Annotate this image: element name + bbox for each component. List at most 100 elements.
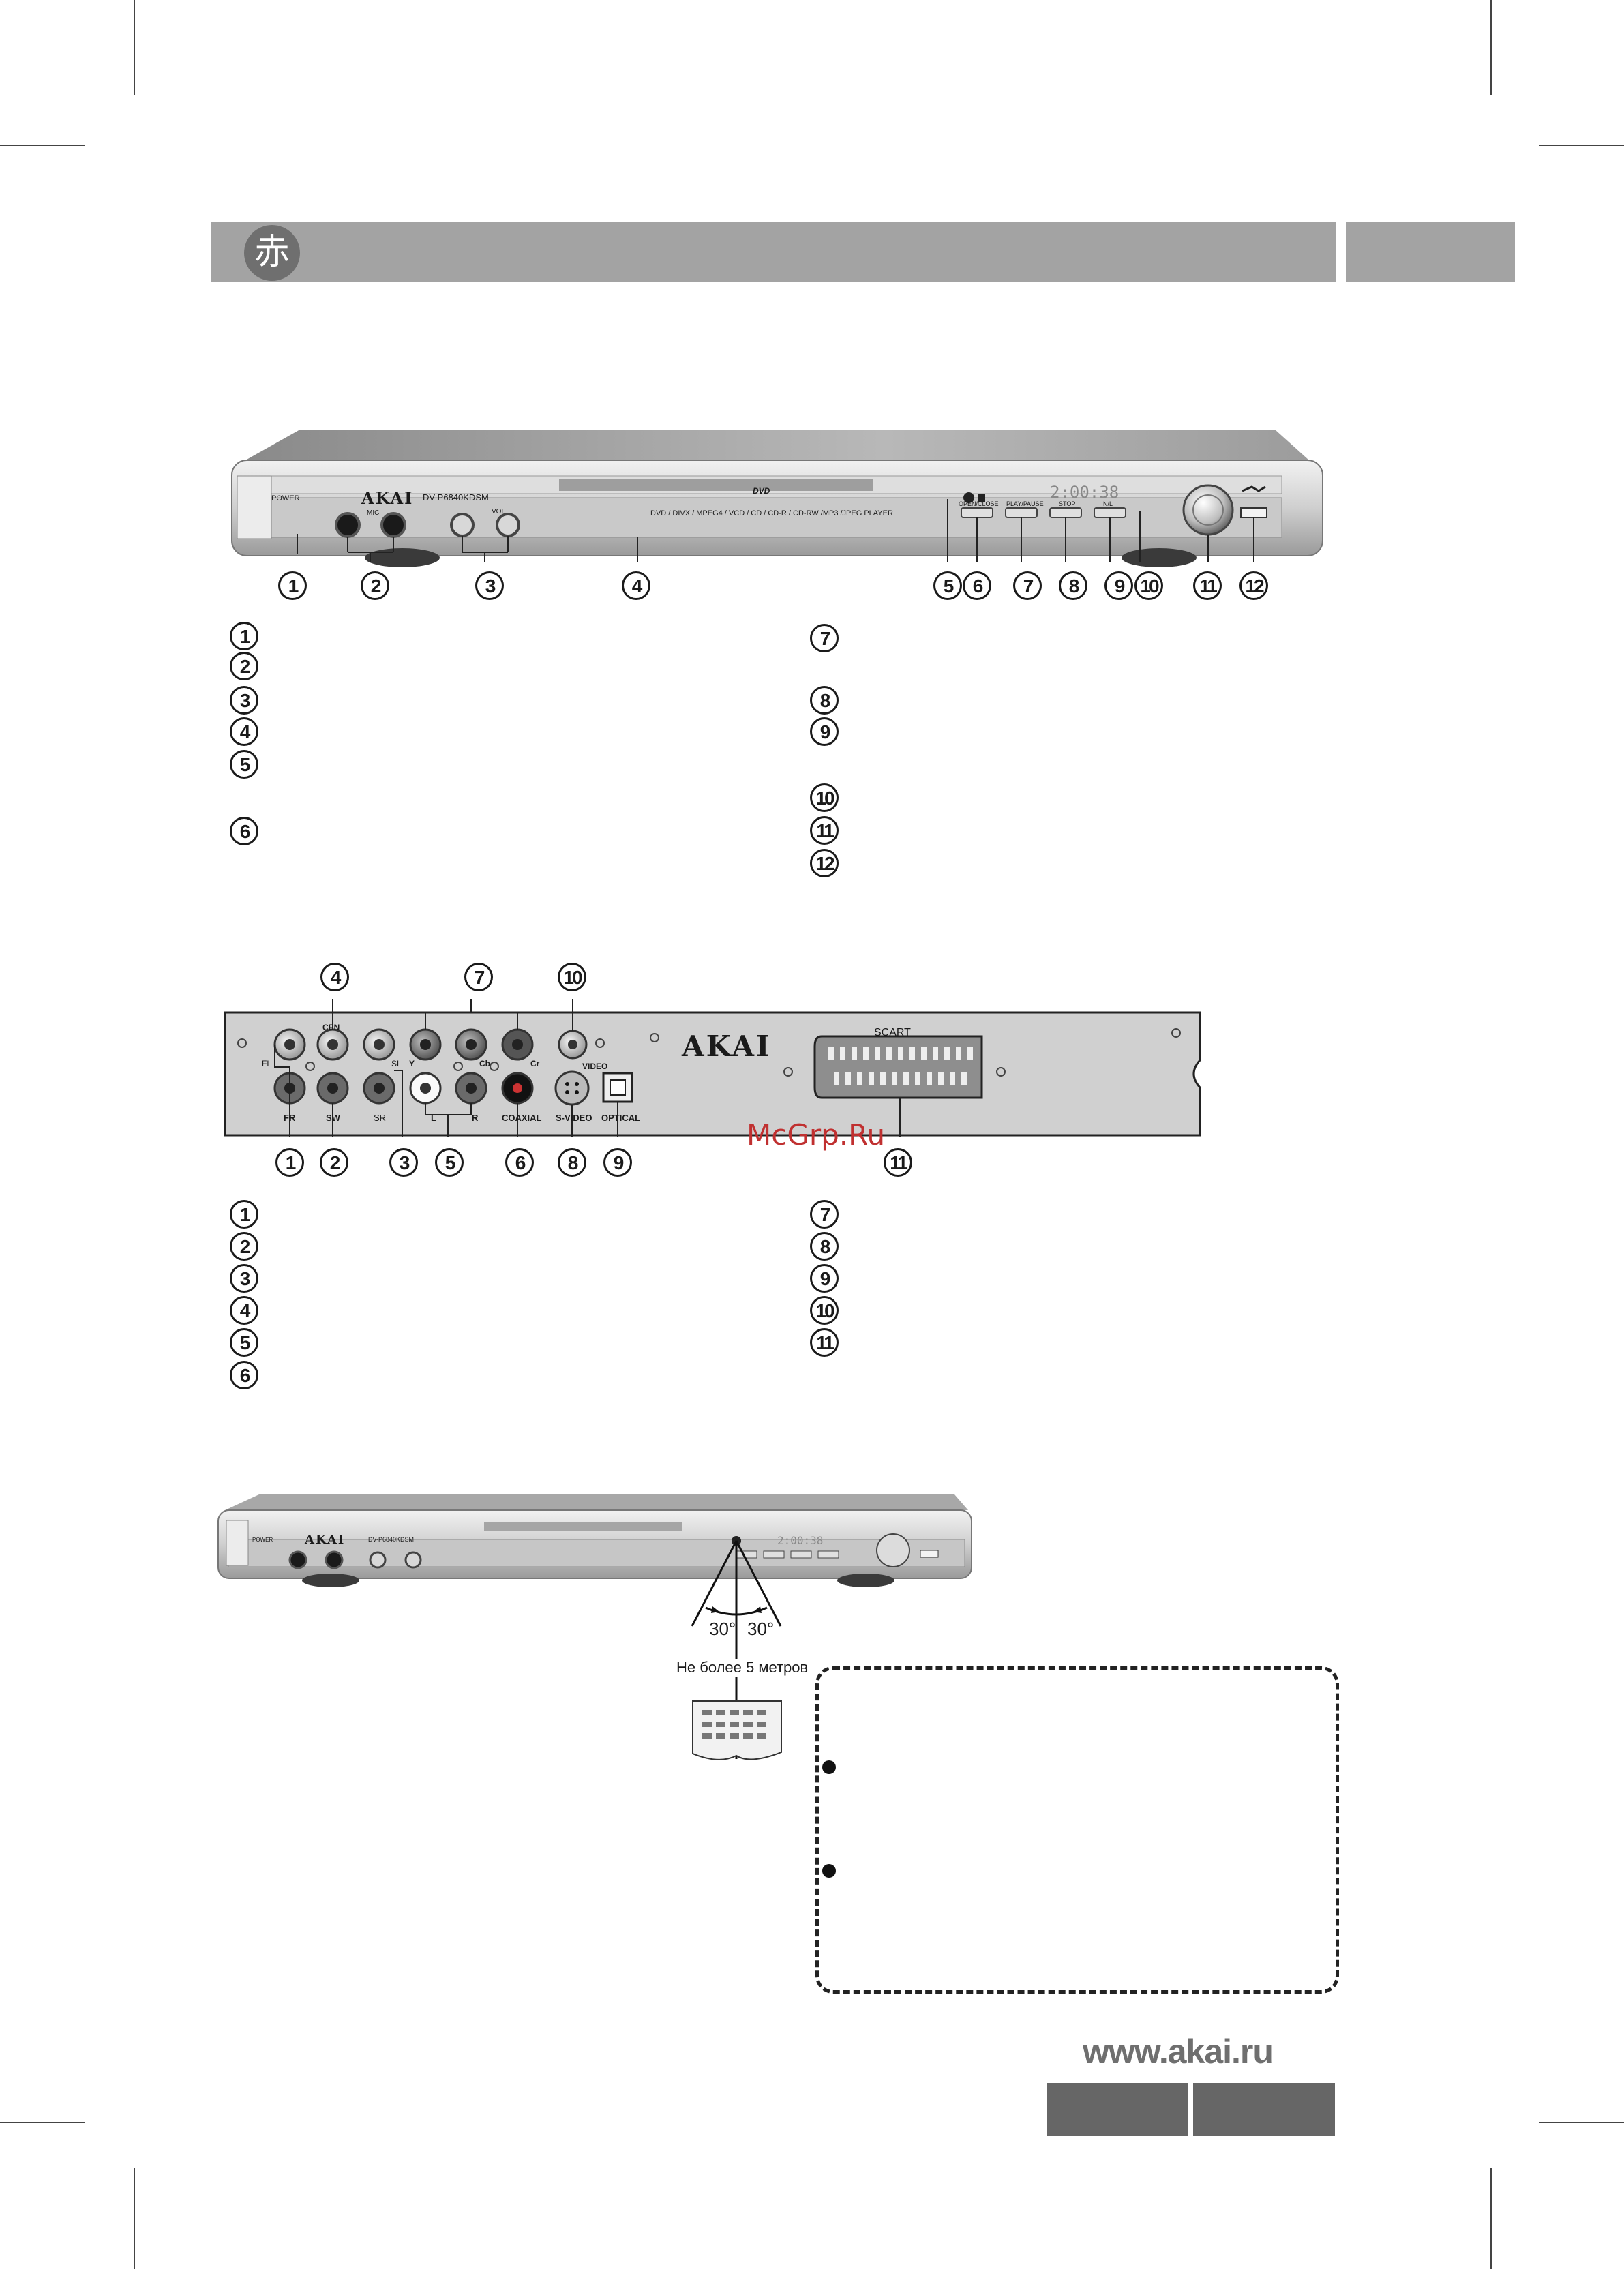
front-list-item-9: 9: [810, 717, 839, 746]
rear-list-item-10: 10: [810, 1296, 839, 1325]
front-list-item-3: 3: [230, 686, 258, 715]
small-power-label: POWER: [252, 1537, 273, 1543]
crop-mark: [134, 0, 135, 95]
rear-label-fr: FR: [284, 1113, 296, 1123]
footer-box-left: [1047, 2083, 1188, 2136]
front-list-item-1: 1: [230, 622, 258, 650]
vol-label: VOL: [492, 508, 506, 515]
callout-front-11: 11: [1193, 571, 1222, 600]
rear-label-fl: FL: [262, 1059, 272, 1068]
website-url: www.akai.ru: [1083, 2032, 1274, 2071]
rear-label-l: L: [431, 1113, 436, 1123]
notes-box: [815, 1666, 1339, 1994]
rear-list-item-9: 9: [810, 1264, 839, 1293]
formats-label: DVD / DIVX / MPEG4 / VCD / CD / CD-R / C…: [650, 509, 893, 517]
rear-label-sl: SL: [391, 1059, 402, 1068]
callout-front-7: 7: [1013, 571, 1042, 600]
rear-label-scart: SCART: [874, 1027, 911, 1038]
rear-label-cr: Cr: [530, 1059, 540, 1068]
front-list-item-7: 7: [810, 624, 839, 652]
front-list-item-6: 6: [230, 817, 258, 845]
callout-rear-8: 8: [558, 1148, 586, 1177]
rear-label-svideo: S-VIDEO: [556, 1113, 592, 1123]
display-readout: 2:00:38: [1050, 483, 1119, 502]
crop-mark: [1539, 2122, 1624, 2123]
callout-front-6: 6: [963, 571, 991, 600]
front-list-item-8: 8: [810, 686, 839, 715]
callout-front-1: 1: [278, 571, 307, 600]
callout-rear-11: 11: [884, 1148, 912, 1177]
watermark: McGrp.Ru: [747, 1118, 886, 1152]
front-list-item-2: 2: [230, 652, 258, 680]
remote-range-illustration: [217, 1494, 972, 1760]
section-header-tab: [1346, 222, 1515, 282]
rear-label-r: R: [472, 1113, 479, 1123]
callout-front-8: 8: [1059, 571, 1087, 600]
front-list-item-11: 11: [810, 816, 839, 845]
section-icon: 赤: [244, 225, 300, 281]
callout-rear-5: 5: [435, 1148, 464, 1177]
rear-list-item-5: 5: [230, 1328, 258, 1357]
callout-front-2: 2: [361, 571, 389, 600]
angle-right-label: 30°: [747, 1619, 775, 1639]
callout-rear-1: 1: [275, 1148, 304, 1177]
rear-list-item-8: 8: [810, 1232, 839, 1261]
rear-label-cb: Cb: [479, 1059, 490, 1068]
open-close-label: OPEN/CLOSE: [959, 500, 999, 507]
rear-label-cen: CEN: [322, 1023, 340, 1032]
rear-label-sr: SR: [374, 1113, 387, 1123]
callout-rear-9: 9: [603, 1148, 632, 1177]
disc-logo: DVD: [753, 486, 770, 496]
rear-label-optical: OPTICAL: [601, 1113, 641, 1123]
small-brand-logo: AKAI: [305, 1533, 346, 1547]
rear-list-item-4: 4: [230, 1296, 258, 1325]
model-label: DV-P6840KDSM: [423, 492, 489, 502]
mic-label: MIC: [367, 509, 380, 517]
callout-front-10: 10: [1134, 571, 1163, 600]
front-list-item-5: 5: [230, 750, 258, 779]
rear-label-video: VIDEO: [582, 1062, 608, 1071]
small-model-label: DV-P6840KDSM: [368, 1536, 415, 1543]
callout-front-12: 12: [1239, 571, 1268, 600]
angle-left-label: 30°: [709, 1619, 736, 1639]
callout-rear-6: 6: [505, 1148, 534, 1177]
callout-rear-4: 4: [320, 963, 349, 991]
rear-label-y: Y: [409, 1059, 415, 1068]
rear-list-item-11: 11: [810, 1328, 839, 1357]
crop-mark: [1490, 0, 1492, 95]
callout-front-9: 9: [1104, 571, 1133, 600]
stop-label: STOP: [1059, 500, 1076, 507]
crop-mark: [0, 145, 85, 146]
footer-box-right: [1193, 2083, 1335, 2136]
front-list-item-4: 4: [230, 717, 258, 746]
rear-list-item-7: 7: [810, 1200, 839, 1229]
rear-panel-illustration: [224, 999, 1201, 1137]
note-bullet: [822, 1864, 836, 1878]
callout-front-5: 5: [933, 571, 962, 600]
callout-rear-7: 7: [464, 963, 493, 991]
play-pause-label: PLAY/PAUSE: [1006, 500, 1044, 507]
rear-brand-logo: AKAI: [682, 1030, 772, 1063]
crop-mark: [1539, 145, 1624, 146]
nl-label: N/L: [1103, 500, 1113, 507]
rear-list-item-6: 6: [230, 1361, 258, 1389]
rear-list-item-2: 2: [230, 1232, 258, 1261]
callout-front-3: 3: [475, 571, 504, 600]
note-bullet: [822, 1760, 836, 1774]
small-display-readout: 2:00:38: [777, 1534, 824, 1547]
section-header-bar: [211, 222, 1336, 282]
brand-logo: AKAI: [361, 488, 414, 508]
callout-rear-3: 3: [389, 1148, 418, 1177]
power-label: POWER: [271, 494, 300, 502]
rear-label-sw: SW: [326, 1113, 340, 1123]
crop-mark: [134, 2168, 135, 2269]
callout-rear-2: 2: [320, 1148, 348, 1177]
rear-list-item-3: 3: [230, 1264, 258, 1293]
callout-front-4: 4: [622, 571, 650, 600]
crop-mark: [1490, 2168, 1492, 2269]
front-panel-illustration: [231, 430, 1323, 567]
callout-rear-10: 10: [558, 963, 586, 991]
front-list-item-10: 10: [810, 783, 839, 812]
front-list-item-12: 12: [810, 849, 839, 877]
distance-label: Не более 5 метров: [674, 1659, 811, 1677]
